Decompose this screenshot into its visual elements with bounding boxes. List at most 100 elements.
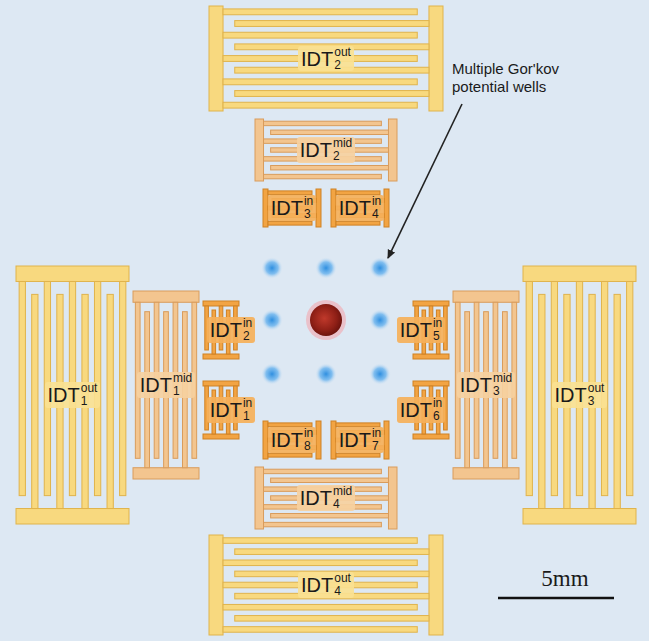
subscript: 7 — [372, 440, 381, 453]
index-stack: out2 — [334, 46, 351, 71]
idt-name: IDT — [339, 198, 371, 218]
index-stack: mid1 — [173, 372, 192, 397]
idt-electrode: IDTin8 — [262, 420, 322, 460]
subscript: 4 — [334, 585, 351, 598]
idt-name: IDT — [339, 430, 371, 450]
idt-label: IDTin3 — [268, 195, 317, 220]
index-stack: in7 — [372, 427, 381, 452]
idt-electrode: IDTin4 — [330, 188, 390, 228]
idt-label: IDTin7 — [336, 427, 385, 452]
idt-electrode: IDTin7 — [330, 420, 390, 460]
index-stack: out1 — [81, 382, 98, 407]
subscript: 6 — [433, 410, 442, 423]
idt-name: IDT — [210, 400, 242, 420]
subscript: 2 — [333, 150, 352, 163]
subscript: 1 — [173, 385, 192, 398]
idt-label: IDTin4 — [336, 195, 385, 220]
index-stack: mid2 — [333, 137, 352, 162]
idt-label: IDTin2 — [207, 317, 256, 342]
superscript: mid — [173, 372, 192, 385]
idt-label: IDTin6 — [397, 397, 446, 422]
superscript: in — [372, 427, 381, 440]
idt-name: IDT — [555, 385, 587, 405]
idt-electrode: IDTmid1 — [132, 290, 200, 480]
idt-electrode: IDTin3 — [262, 188, 322, 228]
cell-glow — [306, 300, 346, 340]
superscript: in — [243, 317, 252, 330]
index-stack: in3 — [304, 195, 313, 220]
idt-electrode: IDTout2 — [208, 5, 444, 112]
index-stack: in5 — [433, 317, 442, 342]
idt-electrode: IDTmid2 — [254, 118, 398, 182]
idt-label: IDTin8 — [268, 427, 317, 452]
trapped-cell — [310, 304, 342, 336]
superscript: in — [372, 195, 381, 208]
idt-name: IDT — [300, 140, 332, 160]
idt-name: IDT — [300, 488, 332, 508]
subscript: 4 — [333, 498, 352, 511]
index-stack: out4 — [334, 572, 351, 597]
idt-electrode: IDTout3 — [522, 265, 637, 525]
subscript: 1 — [243, 410, 252, 423]
superscript: in — [304, 427, 313, 440]
idt-name: IDT — [140, 375, 172, 395]
idt-electrode: IDTout1 — [15, 265, 130, 525]
callout-label: Multiple Gor'kov potential wells — [452, 60, 602, 96]
idt-label: IDTout2 — [298, 46, 354, 71]
idt-label: IDTin1 — [207, 397, 256, 422]
idt-name: IDT — [400, 400, 432, 420]
index-stack: out3 — [588, 382, 605, 407]
superscript: in — [433, 397, 442, 410]
subscript: 8 — [304, 440, 313, 453]
superscript: out — [334, 46, 351, 59]
idt-name: IDT — [271, 430, 303, 450]
index-stack: in4 — [372, 195, 381, 220]
idt-electrode: IDTin6 — [392, 380, 450, 440]
idt-electrode: IDTmid4 — [254, 466, 398, 530]
scale-label: 5mm — [520, 565, 610, 593]
idt-electrode: IDTin1 — [202, 380, 260, 440]
leader-arrow — [388, 104, 462, 258]
idt-label: IDTmid2 — [297, 137, 356, 162]
subscript: 3 — [588, 395, 605, 408]
superscript: in — [243, 397, 252, 410]
idt-name: IDT — [210, 320, 242, 340]
subscript: 2 — [243, 330, 252, 343]
subscript: 2 — [334, 59, 351, 72]
index-stack: in8 — [304, 427, 313, 452]
idt-label: IDTin5 — [397, 317, 446, 342]
index-stack: in1 — [243, 397, 252, 422]
idt-name: IDT — [48, 385, 80, 405]
idt-label: IDTmid1 — [137, 372, 196, 397]
index-stack: mid3 — [493, 372, 512, 397]
superscript: in — [304, 195, 313, 208]
superscript: out — [81, 382, 98, 395]
subscript: 3 — [304, 208, 313, 221]
index-stack: mid4 — [333, 485, 352, 510]
index-stack: in6 — [433, 397, 442, 422]
superscript: mid — [333, 137, 352, 150]
index-stack: in2 — [243, 317, 252, 342]
superscript: in — [433, 317, 442, 330]
idt-name: IDT — [301, 575, 333, 595]
subscript: 5 — [433, 330, 442, 343]
idt-label: IDTmid3 — [457, 372, 516, 397]
scale-bar — [498, 597, 614, 600]
superscript: out — [334, 572, 351, 585]
idt-label: IDTout3 — [552, 382, 608, 407]
idt-label: IDTout1 — [45, 382, 101, 407]
idt-name: IDT — [301, 49, 333, 69]
superscript: mid — [493, 372, 512, 385]
idt-name: IDT — [400, 320, 432, 340]
subscript: 4 — [372, 208, 381, 221]
superscript: mid — [333, 485, 352, 498]
idt-electrode: IDTin5 — [392, 300, 450, 360]
superscript: out — [588, 382, 605, 395]
potential-wells — [261, 257, 391, 385]
idt-electrode: IDTin2 — [202, 300, 260, 360]
idt-label: IDTmid4 — [297, 485, 356, 510]
subscript: 1 — [81, 395, 98, 408]
idt-name: IDT — [271, 198, 303, 218]
idt-name: IDT — [460, 375, 492, 395]
idt-label: IDTout4 — [298, 572, 354, 597]
